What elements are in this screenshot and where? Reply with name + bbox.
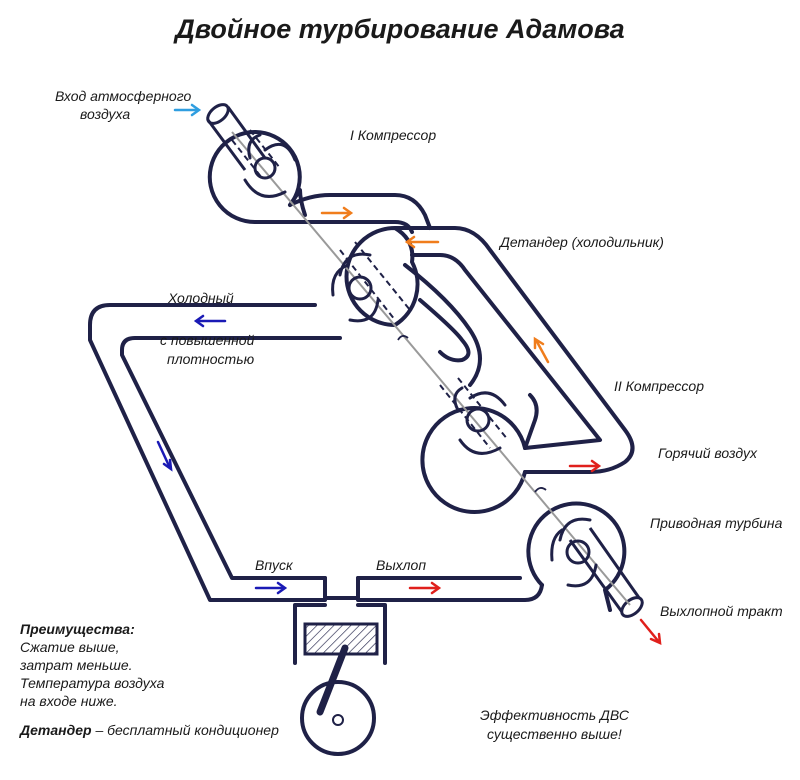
label-drive-turbine: Приводная турбина: [650, 515, 783, 531]
rotation-arrow-2: [534, 487, 547, 493]
expander-note: Детандер – бесплатный кондиционер: [20, 722, 279, 738]
connecting-rod: [316, 644, 349, 716]
arrow-c1-out: [320, 206, 354, 220]
turbine-housing: [526, 501, 627, 612]
arrow-expander-in: [404, 235, 440, 249]
advantages-line3: Температура воздуха: [20, 675, 165, 691]
label-hot-air: Горячий воздух: [658, 445, 757, 461]
label-intake: Впуск: [255, 557, 293, 573]
compressor2-housing: [420, 393, 539, 514]
duct-expander-c2-inner: [410, 253, 602, 450]
engine-port: [323, 576, 360, 600]
compressor1-housing: [207, 130, 307, 225]
label-cold-1: Холодный: [168, 290, 234, 306]
duct-c1-expander-outer: [288, 193, 432, 230]
arrow-exhaust-tract: [639, 618, 662, 646]
label-air-in-2: воздуха: [80, 106, 131, 122]
arrow-cold-down: [156, 440, 173, 472]
expander-impeller: [331, 252, 380, 323]
advantages-heading: Преимущества:: [20, 621, 135, 637]
exhaust-pipe-lower: [356, 583, 544, 602]
efficiency-line1: Эффективность ДВС: [480, 707, 629, 723]
label-cold-2: с повышенной: [160, 332, 255, 348]
label-air-in-1: Вход атмосферного: [55, 88, 192, 104]
compressor2-impeller: [453, 386, 507, 455]
advantages-line2: затрат меньше.: [20, 657, 133, 673]
engine-cylinder: [293, 603, 387, 665]
outlet-pipe: [568, 527, 644, 618]
inlet-pipe: [206, 103, 267, 171]
label-exhaust: Выхлоп: [376, 557, 427, 573]
advantages-line1: Сжатие выше,: [20, 639, 120, 655]
advantages-line4: на входе ниже.: [20, 693, 118, 709]
compressor1-impeller: [243, 133, 297, 198]
arrow-hot: [568, 459, 602, 473]
c2-hub-dashed: [439, 377, 509, 449]
arrow-air-in: [173, 103, 202, 117]
expander-note-term: Детандер: [20, 722, 92, 738]
arrow-intake: [254, 581, 288, 595]
expander-loop-inner: [418, 298, 471, 363]
arrow-exhaust: [408, 581, 442, 595]
label-expander: Детандер (холодильник): [500, 234, 664, 250]
expander-housing: [344, 226, 420, 327]
cold-loop-inner: [120, 336, 342, 580]
efficiency-line2: существенно выше!: [487, 726, 622, 742]
rotation-arrow-1: [397, 335, 409, 341]
page-title: Двойное турбирование Адамова: [175, 14, 625, 44]
label-exhaust-tract: Выхлопной тракт: [660, 603, 783, 619]
duct-expander-c2-outer: [393, 226, 635, 474]
turbine-impeller: [550, 517, 598, 588]
label-cold-3: плотностью: [167, 351, 255, 367]
arrow-riser: [533, 336, 550, 364]
expander-note-text: – бесплатный кондиционер: [91, 722, 279, 738]
expander-loop: [403, 263, 482, 387]
cold-loop-outer: [88, 303, 327, 602]
label-compressor2: II Компрессор: [614, 378, 704, 394]
label-compressor1: I Компрессор: [350, 127, 437, 143]
main-shaft: [231, 131, 631, 606]
arrow-cold-left: [193, 314, 227, 328]
advantages-block: Преимущества: Сжатие выше, затрат меньше…: [20, 620, 220, 710]
crank-pin: [332, 714, 344, 726]
crank-flywheel: [300, 680, 376, 756]
